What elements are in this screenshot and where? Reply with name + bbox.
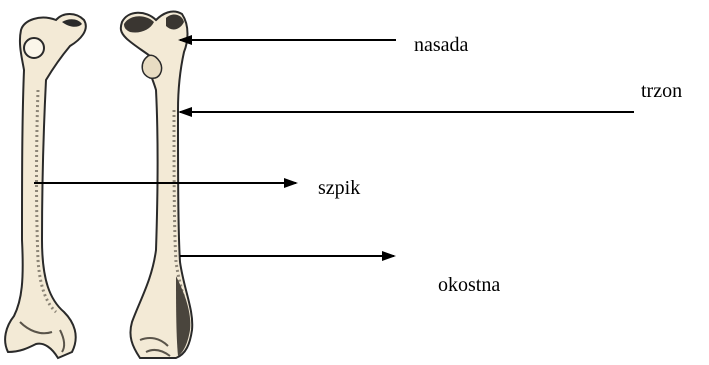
bone-right-illustration xyxy=(121,12,192,358)
label-nasada: nasada xyxy=(414,35,468,55)
label-szpik: szpik xyxy=(318,178,360,198)
bone-left-illustration xyxy=(5,14,86,358)
annotation-arrows xyxy=(34,40,634,256)
bone-left-outline xyxy=(5,14,86,358)
label-okostna: okostna xyxy=(438,275,500,295)
label-trzon: trzon xyxy=(641,81,682,101)
femoral-head-left xyxy=(24,38,44,58)
